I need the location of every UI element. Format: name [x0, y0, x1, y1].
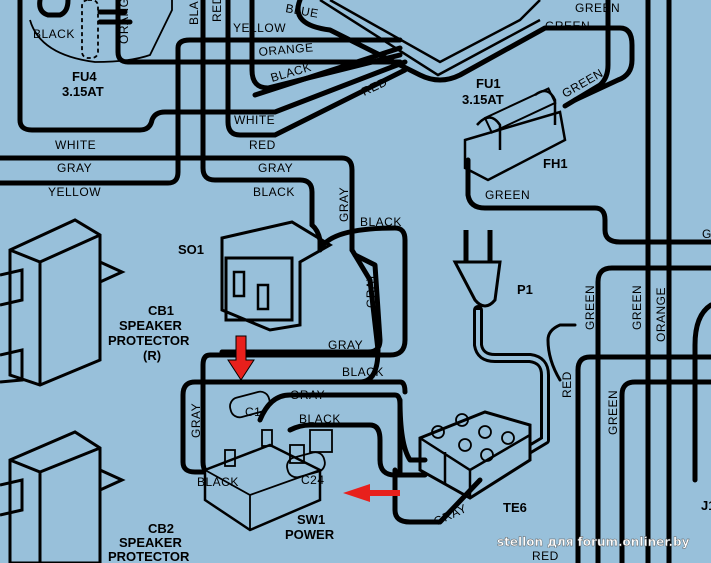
- wire-label: GRAY: [258, 161, 293, 175]
- fu4-label: FU4: [72, 69, 97, 84]
- wire-label: GRAY: [364, 273, 378, 308]
- c1-label: C1: [245, 405, 261, 419]
- wire-label: GREEN: [606, 390, 620, 435]
- sw1-line2: POWER: [285, 527, 335, 542]
- fu1-label: FU1: [476, 76, 501, 91]
- socket-so1: [180, 220, 408, 478]
- cb1-line3: (R): [143, 348, 161, 363]
- power-switch-sw1: [203, 379, 428, 532]
- wire-label: RED: [249, 138, 276, 152]
- wire-label: G: [702, 227, 711, 241]
- fu4-rating: 3.15AT: [62, 84, 104, 99]
- wire-label: GREEN: [583, 285, 597, 330]
- wire-label: GRAY: [431, 501, 469, 529]
- so1-label: SO1: [178, 242, 204, 257]
- wire-label: BLACK: [299, 412, 341, 426]
- wire-labels: BLACK ORANGE BLA RED BLUE YELLOW ORANGE …: [33, 0, 711, 563]
- cb2-line1: SPEAKER: [119, 535, 182, 550]
- wire-label: BLACK: [360, 215, 402, 229]
- sw1-label: SW1: [297, 512, 325, 527]
- wire-label: BLACK: [33, 27, 75, 41]
- wire-label: YELLOW: [48, 185, 101, 199]
- wire-label: RED: [210, 0, 224, 22]
- wires-left: [0, 0, 408, 253]
- red-arrows: [227, 335, 400, 502]
- wire-label: ORANGE: [117, 0, 131, 44]
- fuse-holder-fh1: [463, 0, 711, 245]
- wires-right: [575, 0, 711, 563]
- wire-label: BLA: [187, 1, 201, 25]
- wire-label: BLACK: [253, 185, 295, 199]
- te6-label: TE6: [503, 500, 527, 515]
- wire-label: RED: [560, 371, 574, 398]
- wire-label: RED: [532, 549, 559, 563]
- cb2-line2: PROTECTOR: [108, 549, 190, 563]
- c24-label: C24: [301, 473, 325, 487]
- wire-label: YELLOW: [233, 21, 286, 35]
- component-labels: FU4 3.15AT FU1 3.15AT FH1 SO1 P1 CB1 SPE…: [62, 69, 711, 563]
- wire-label: GREEN: [575, 1, 620, 15]
- j1-label: J1: [701, 498, 711, 513]
- wire-label: GREEN: [630, 285, 644, 330]
- wire-label: GREEN: [545, 19, 590, 33]
- p1-label: P1: [517, 282, 533, 297]
- cb1-label: CB1: [148, 303, 174, 318]
- speaker-protector-cb1: [0, 218, 126, 387]
- fuse-fu4: [29, 0, 403, 65]
- fh1-label: FH1: [543, 156, 568, 171]
- wire-label: GRAY: [337, 187, 351, 222]
- watermark: stellon для forum.onliner.by: [497, 535, 690, 549]
- speaker-protector-cb2: [0, 430, 126, 563]
- wire-label: GRAY: [189, 403, 203, 438]
- wire-label: ORANGE: [654, 287, 668, 342]
- plug-p1: [452, 230, 577, 460]
- cb1-line1: SPEAKER: [119, 318, 182, 333]
- wire-label: BLACK: [197, 475, 239, 489]
- wire-label: WHITE: [234, 113, 275, 127]
- terminal-te6: [392, 397, 532, 525]
- wire-label: BLACK: [342, 365, 384, 379]
- cb1-line2: PROTECTOR: [108, 333, 190, 348]
- wire-label: GRAY: [57, 161, 92, 175]
- wire-label: WHITE: [55, 138, 96, 152]
- wire-label: GRAY: [290, 388, 325, 402]
- cb2-label: CB2: [148, 521, 174, 536]
- wire-label: ORANGE: [258, 40, 314, 59]
- fu1-rating: 3.15AT: [462, 92, 504, 107]
- wire-label: GREEN: [485, 188, 530, 202]
- wire-label: BLUE: [284, 1, 319, 21]
- wire-label: GRAY: [328, 338, 363, 352]
- transformer-block: [295, 0, 635, 103]
